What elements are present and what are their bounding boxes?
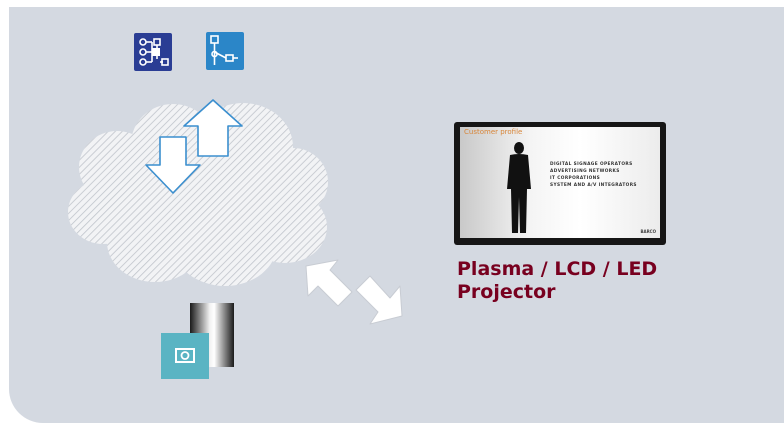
device-label-line2: Projector: [457, 281, 556, 303]
media-player-icon: [161, 333, 209, 379]
slide-line: IT CORPORATIONS: [550, 176, 601, 181]
network-tree-icon: [134, 33, 172, 71]
bidirectional-arrows-icon: [305, 259, 403, 325]
slide-line: SYSTEM AND A/V INTEGRATORS: [550, 183, 637, 188]
slide-title: Customer profile: [464, 128, 523, 136]
branch-tree-icon: [206, 32, 244, 70]
presenter-silhouette: [507, 142, 531, 233]
device-label-line1: Plasma / LCD / LED: [457, 258, 658, 280]
slide-brand: BARCO: [640, 229, 656, 234]
device-label: Plasma / LCD / LED Projector: [457, 258, 657, 304]
slide-line: ADVERTISING NETWORKS: [550, 169, 620, 174]
slide-line: DIGITAL SIGNAGE OPERATORS: [550, 162, 633, 167]
upload-arrow-icon: [183, 99, 243, 157]
screen-slide: Customer profile DIGITAL SIGNAGE OPERATO…: [460, 127, 660, 238]
download-arrow-icon: [145, 136, 201, 194]
display-screen: Customer profile DIGITAL SIGNAGE OPERATO…: [454, 122, 666, 245]
